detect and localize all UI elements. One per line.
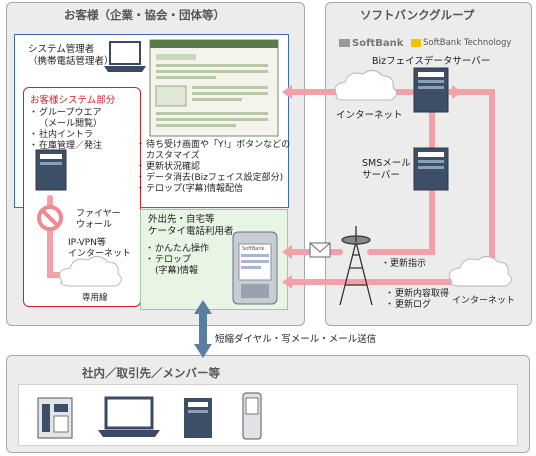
update-fetch-item: 更新ログ <box>385 300 449 311</box>
mobile-user-title: 外出先・自宅等 ケータイ電話利用者 <box>148 214 234 237</box>
mobile-user-item: テロップ (字幕)情報 <box>145 255 209 277</box>
admin-feature-item: 待ち受け画面や「Y!」ボタンなどの カスタマイズ <box>136 140 290 162</box>
softbank-logo-mark <box>339 39 350 47</box>
envelope-icon <box>309 242 331 258</box>
mobile-user-list: かんたん操作 テロップ (字幕)情報 <box>145 244 209 277</box>
ipvpn-label: IP-VPN等 インターネット <box>68 238 132 259</box>
softbank-tech-logo-text: SoftBank Technology <box>423 38 512 48</box>
customer-system-item: 在庫管理／発注 <box>29 141 102 152</box>
firewall-icon <box>37 205 63 231</box>
arrow-phone-left <box>282 275 292 289</box>
cloud-internet-top <box>334 70 397 101</box>
leased-line-label: 専用線 <box>82 293 108 303</box>
admin-feature-list: 待ち受け画面や「Y!」ボタンなどの カスタマイズ 更新状況確認 データ消去(Bi… <box>136 140 290 195</box>
customer-panel-title: お客様（企業・協会・団体等） <box>64 8 225 22</box>
bottom-panel-title: 社内／取引先／メンバー等 <box>82 366 220 380</box>
biz-server-label: Bizフェイスデータサーバー <box>372 56 491 67</box>
phone-brand: SoftBank <box>242 246 265 252</box>
softbank-logo-text: SoftBank <box>352 38 404 49</box>
sms-server-icon <box>413 147 449 191</box>
admin-screenshot-thumbnail <box>149 39 279 137</box>
arrow-phone-tower <box>282 245 292 259</box>
update-instruction-label: ・更新指示 <box>381 259 427 269</box>
dial-label: 短縮ダイヤル・写メール・メール送信 <box>215 334 377 345</box>
internet-bottom-label: インターネット <box>452 296 516 306</box>
mobile-bottom-icon <box>242 392 262 440</box>
server-bottom-icon <box>184 398 212 438</box>
customer-system-item: グループウエア （メール閲覧） <box>29 108 102 130</box>
laptop-icon <box>104 41 146 72</box>
admin-label: システム管理者 （携帯電話管理者） <box>28 44 114 67</box>
mobile-phone-icon <box>232 231 278 305</box>
admin-feature-item: テロップ(字幕)情報配信 <box>136 184 290 195</box>
laptop-bottom-icon <box>98 396 160 437</box>
radio-tower-icon <box>339 226 373 306</box>
line-biz-right <box>447 89 495 273</box>
customer-system-item: 社内イントラ <box>29 130 102 141</box>
update-fetch-list: 更新内容取得 更新ログ <box>385 289 449 311</box>
admin-feature-item: データ消去(Bizフェイス設定部分) <box>136 173 290 184</box>
biz-server-icon <box>413 67 449 113</box>
internet-top-label: インターネット <box>336 110 403 121</box>
line-tower-sms <box>367 187 435 255</box>
desk-phone-icon <box>37 397 73 439</box>
arrow-biz-right <box>452 85 462 99</box>
customer-system-title: お客様システム部分 <box>30 95 116 106</box>
update-fetch-item: 更新内容取得 <box>385 289 449 300</box>
customer-server-icon <box>35 149 67 191</box>
softbank-tech-logo-mark <box>411 38 421 47</box>
mobile-user-item: かんたん操作 <box>145 244 209 255</box>
softbank-panel-title: ソフトバンクグループ <box>360 8 475 22</box>
bottom-devices-area <box>18 384 518 446</box>
arrow-admin-left <box>282 85 292 99</box>
admin-feature-item: 更新状況確認 <box>136 162 290 173</box>
softbank-tech-logo: SoftBank Technology <box>411 38 511 48</box>
dial-arrow <box>194 300 212 358</box>
sms-server-label: SMSメール サーバー <box>362 158 411 181</box>
cloud-ipvpn <box>58 256 122 287</box>
customer-system-list: グループウエア （メール閲覧） 社内イントラ 在庫管理／発注 <box>29 108 102 152</box>
cloud-internet-bottom <box>448 256 512 287</box>
firewall-label: ファイヤー ウォール <box>76 209 121 230</box>
softbank-logo: SoftBank <box>339 38 403 49</box>
